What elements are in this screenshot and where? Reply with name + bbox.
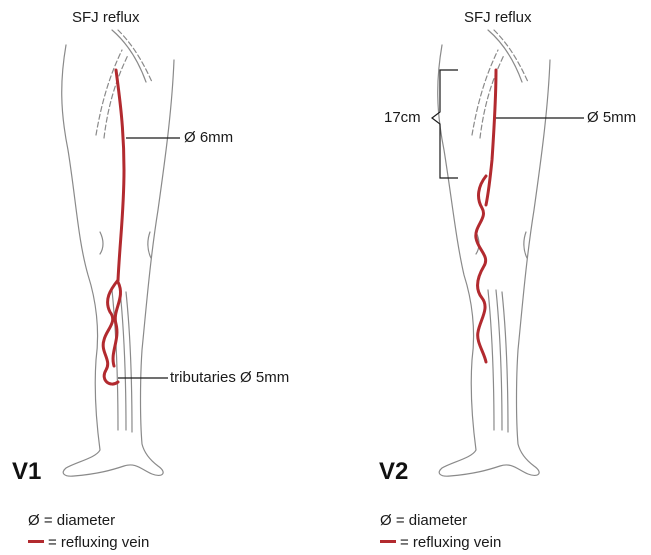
length-label-v2: 17cm	[384, 109, 421, 127]
panel-label-v2: V2	[379, 458, 408, 486]
legend-diameter-text: Ø = diameter	[380, 512, 467, 529]
leg-outline-v2	[438, 30, 550, 476]
sfj-reflux-label-v2: SFJ reflux	[464, 9, 532, 27]
gsv-diameter-label-v2: Ø 5mm	[587, 109, 636, 127]
vein-swatch-icon	[28, 540, 44, 543]
vein-swatch-icon	[380, 540, 396, 543]
leg-outline-v1	[62, 30, 174, 476]
sfj-reflux-label-v1: SFJ reflux	[72, 9, 140, 27]
legend-diameter-v1: Ø = diameter	[28, 512, 115, 530]
refluxing-vein-v1	[103, 70, 124, 384]
gsv-diameter-label-v1: Ø 6mm	[184, 129, 233, 147]
pointer-lines-v1	[118, 138, 180, 378]
legend-vein-text: = refluxing vein	[48, 534, 149, 551]
length-bracket-v2	[432, 70, 458, 178]
legend-vein-v2: = refluxing vein	[380, 534, 501, 552]
refluxing-vein-v2	[476, 70, 496, 362]
legend-diameter-text: Ø = diameter	[28, 512, 115, 529]
legend-diameter-v2: Ø = diameter	[380, 512, 467, 530]
legend-vein-text: = refluxing vein	[400, 534, 501, 551]
tributary-diameter-label-v1: tributaries Ø 5mm	[170, 369, 289, 387]
panel-label-v1: V1	[12, 458, 41, 486]
legend-vein-v1: = refluxing vein	[28, 534, 149, 552]
